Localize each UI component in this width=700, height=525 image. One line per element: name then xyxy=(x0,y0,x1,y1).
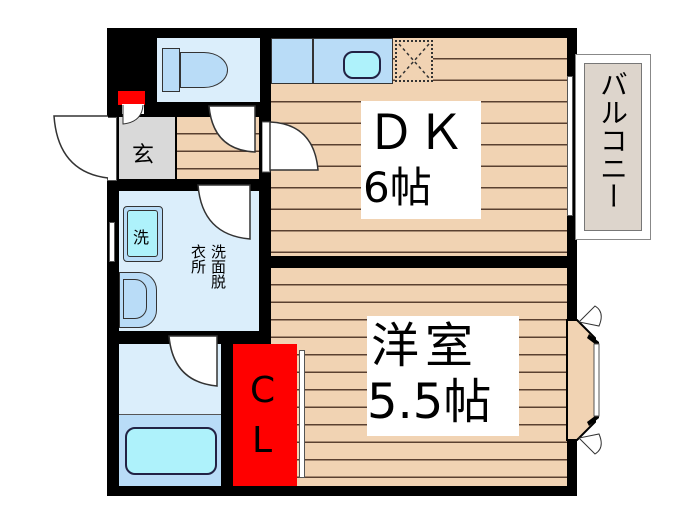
washing-machine-lid xyxy=(127,210,158,257)
washroom-door[interactable] xyxy=(196,183,254,241)
bay-window-sash-top xyxy=(577,305,602,327)
western-room-label: 洋室 5.5帖 xyxy=(367,316,519,436)
balcony-window[interactable] xyxy=(567,76,573,216)
closet xyxy=(233,344,297,486)
dk-label: ＤＫ 6帖 xyxy=(361,101,481,219)
counter-divider xyxy=(312,38,314,84)
refrigerator-space xyxy=(395,40,433,82)
washroom-label-col2: 衣所 xyxy=(189,244,207,274)
closet-sliding-door[interactable] xyxy=(299,350,305,478)
washroom-label-col1: 洗面脱 xyxy=(209,244,227,289)
balcony xyxy=(584,63,642,231)
wall-dk-western xyxy=(259,256,567,268)
bathroom-door[interactable] xyxy=(167,334,219,388)
closet-label-l: L xyxy=(252,420,273,461)
washing-machine: 洗 xyxy=(123,206,163,262)
distribution-board xyxy=(118,91,145,105)
vanity-bowl xyxy=(123,279,147,319)
entrance-floor xyxy=(119,117,175,179)
bay-window xyxy=(565,318,605,442)
toilet-bowl xyxy=(180,52,228,88)
bay-window-shape xyxy=(566,319,600,441)
western-room-name: 洋室 xyxy=(371,318,480,374)
dk-room-name: ＤＫ xyxy=(367,105,468,161)
dk-door[interactable] xyxy=(262,120,322,178)
bathtub xyxy=(125,427,217,475)
bay-window-sash-bottom xyxy=(577,433,602,455)
entrance-door[interactable] xyxy=(52,114,110,184)
western-room-size: 5.5帖 xyxy=(367,374,492,430)
washroom-window xyxy=(109,222,115,262)
washing-machine-label: 洗 xyxy=(133,228,150,247)
balcony-label: バルコニー xyxy=(596,70,629,210)
kitchen-sink xyxy=(343,51,381,79)
closet-label-c: C xyxy=(250,370,276,411)
fridge-cross-icon xyxy=(398,43,430,79)
toilet-tank xyxy=(162,48,180,92)
vanity-sink xyxy=(119,272,157,328)
dk-room-size: 6帖 xyxy=(363,163,432,212)
toilet-door[interactable] xyxy=(207,104,257,154)
shoe-cabinet-swing xyxy=(122,104,144,125)
entrance-label: 玄 xyxy=(132,143,155,168)
